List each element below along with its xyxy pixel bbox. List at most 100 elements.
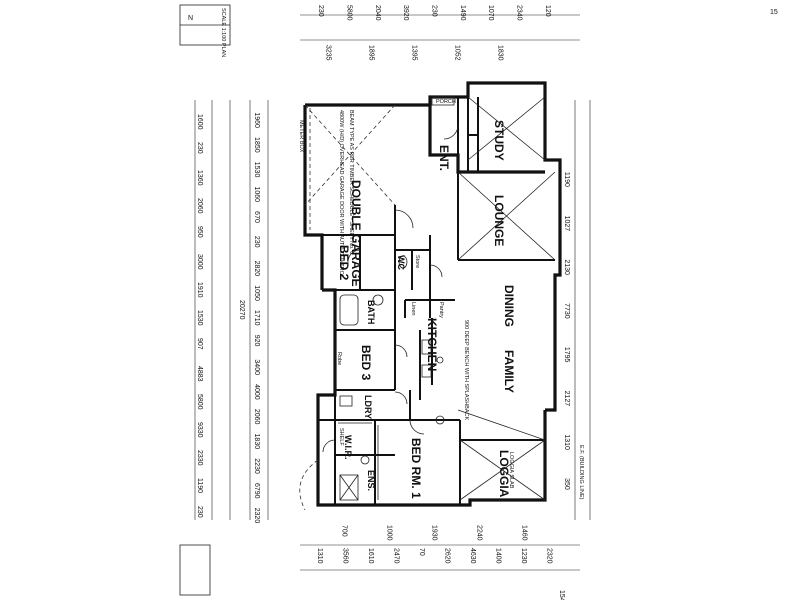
dimension-label-right: 350 (563, 478, 570, 490)
total-dimension-horizontal: 15420 (558, 590, 565, 600)
dimension-label-top: 230 (431, 5, 438, 17)
dimension-label-left-inner: 2230 (253, 458, 260, 474)
dimension-label-left: 230 (196, 142, 203, 154)
dimension-label-left: 230 (196, 506, 203, 518)
annotations: LOGGIA SLAB BEAM TYPE AS PER TIMBER SCHE… (298, 110, 584, 500)
dimension-label-left-inner: 4000 (253, 384, 260, 400)
dimension-label-bottom: 2620 (443, 548, 450, 564)
dimension-label-top: 120 (544, 5, 551, 17)
dimension-label-left-inner: 1960 (253, 112, 260, 128)
dimension-label-top: 5800 (346, 5, 353, 21)
label-dining: DINING (502, 285, 516, 327)
interior-walls (305, 97, 555, 505)
dimension-label-bottom-inner: 2240 (476, 525, 483, 541)
label-bed2: BED 2 (337, 245, 351, 281)
dimension-label-left: 907 (196, 338, 203, 350)
corner-mark-north: N (188, 15, 193, 22)
drainage-curve (299, 459, 319, 511)
dimension-label-left-inner: 2320 (253, 508, 260, 524)
dimension-label-left-inner: 230 (253, 236, 260, 248)
dimension-label-left: 1190 (196, 478, 203, 493)
note-kitchen: 900 DEEP BENCH WITH SPLASHBACK (463, 320, 469, 420)
outer-wall-garage (303, 105, 324, 290)
label-shelf: SHELF (338, 428, 344, 446)
dimension-label-left: 1360 (196, 170, 203, 186)
room-labels: DOUBLE GARAGE ENT. STUDY LOUNGE DINING F… (336, 99, 516, 499)
label-robe: Robe (336, 352, 342, 365)
dimension-label-top: 1490 (459, 5, 466, 21)
dimension-label-right: 1027 (563, 216, 570, 232)
dimension-label-left-inner: 920 (253, 335, 260, 347)
label-porch: PORCH (436, 99, 456, 105)
dimension-lines (194, 14, 591, 571)
dimension-label-bottom: 1610 (367, 548, 374, 564)
dimension-label-left-inner: 670 (253, 211, 260, 223)
dimension-label-bottom-inner: 1460 (521, 525, 528, 541)
dimension-label-left: 9330 (196, 422, 203, 438)
dimension-label-top: 2340 (516, 5, 523, 21)
note-ef: E.F. (BUILDING LINE) (578, 445, 584, 500)
dimension-label-bottom: 1230 (520, 548, 527, 564)
note-meter-box: METER BOX (298, 120, 304, 153)
dimension-label-right: 2130 (563, 259, 570, 275)
dimension-label-top-inner: 1895 (368, 45, 375, 61)
dimensions-top: 230 5800 2040 3920 230 1490 1070 2340 120 (317, 5, 551, 21)
label-linen: Linen (410, 302, 416, 315)
dimension-label-left: 1530 (196, 310, 203, 326)
dimension-label-left-inner: 1060 (253, 186, 260, 202)
dimension-label-top: 3920 (402, 5, 409, 21)
dimension-label-bottom: 1310 (316, 548, 323, 564)
dimension-label-left: 950 (196, 226, 203, 238)
dimension-label-left-inner: 2820 (253, 261, 260, 277)
dimension-label-left: 1600 (196, 114, 203, 130)
note-garage-door: 4800W (H/D) OVERHEAD GARAGE DOOR WITH AU… (338, 110, 344, 278)
dimension-label-top-inner: 3235 (325, 45, 332, 61)
label-wc: WC (396, 255, 406, 270)
label-store: Store (414, 255, 420, 268)
dimension-label-bottom: 2470 (392, 548, 399, 564)
label-double-garage: DOUBLE GARAGE (349, 180, 363, 287)
label-pantry: Pantry (438, 302, 444, 318)
label-ldry: LDRY (363, 395, 373, 419)
total-dimension-vertical: 20270 (238, 300, 245, 320)
label-kitchen: KITCHEN (425, 318, 439, 371)
dimension-label-bottom: 2320 (545, 548, 552, 564)
dimension-label-bottom: 4630 (469, 548, 476, 564)
dimension-label-top: 1070 (487, 5, 494, 21)
dimension-label-left-inner: 2060 (253, 409, 260, 425)
dimension-label-left: 2330 (196, 450, 203, 466)
dimension-label-left-inner: 1830 (253, 434, 260, 450)
dimension-label-left-inner: 6790 (253, 483, 260, 499)
note-loggia-slab: LOGGIA SLAB (508, 452, 514, 489)
dimension-label-left: 5800 (196, 394, 203, 410)
fixtures (309, 96, 459, 501)
dimension-label-right: 1190 (563, 172, 570, 187)
title-block: SCALE 1:100 PLAN (179, 4, 231, 596)
dimension-label-right: 1795 (563, 347, 570, 363)
label-study: STUDY (492, 120, 506, 161)
dimension-label-top: 2040 (374, 5, 381, 21)
dimension-label-bottom: 70 (418, 548, 425, 556)
dimension-label-left: 4883 (196, 366, 203, 382)
dimension-label-top-inner: 1395 (411, 45, 418, 61)
dimension-label-bottom-inner: 700 (341, 525, 348, 537)
label-ent: ENT. (437, 145, 451, 171)
dimension-label-top: 230 (317, 5, 324, 17)
dimensions-left-inner: 1960185015301060670230282010501710920340… (253, 112, 260, 523)
note-beam: BEAM TYPE AS PER TIMBER SCHEDULE - SHEET… (348, 110, 354, 254)
outer-wall-top (305, 81, 562, 412)
dimension-label-top-inner: 1830 (497, 45, 504, 61)
dimension-label-left-inner: 1530 (253, 162, 260, 178)
title-block-text: SCALE 1:100 PLAN (220, 8, 226, 57)
dimension-label-left: 2060 (196, 198, 203, 214)
dimensions-left: 1600230136020609503000191015309074883580… (196, 114, 203, 518)
dimension-label-bottom: 1400 (494, 548, 501, 564)
dimension-label-left-inner: 3400 (253, 359, 260, 375)
label-bed1: BED RM. 1 (409, 438, 423, 499)
label-loggia: LOGGIA (497, 450, 511, 498)
label-wir: W.I.R. (343, 435, 353, 460)
